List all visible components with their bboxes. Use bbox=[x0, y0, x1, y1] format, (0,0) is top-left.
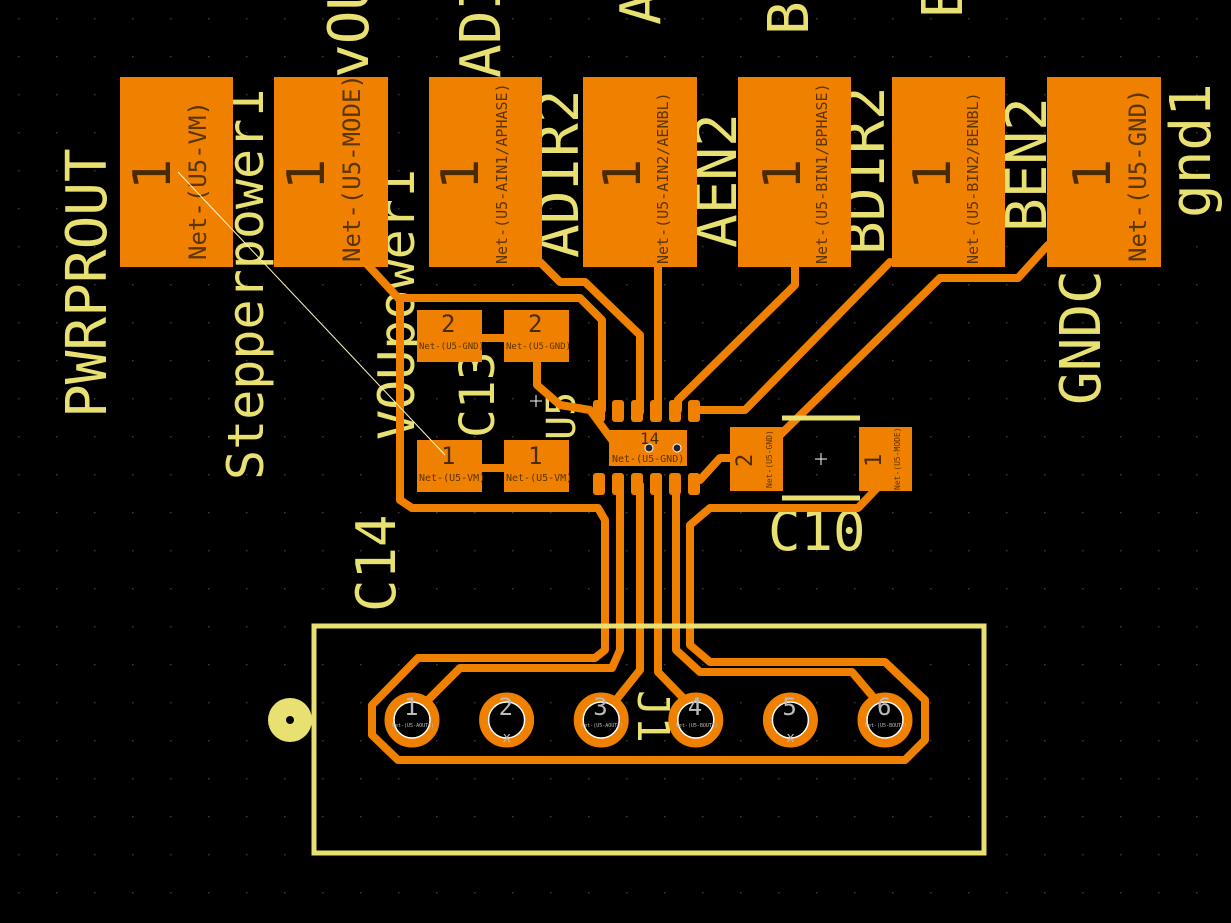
label-adir: ADIR bbox=[449, 0, 514, 78]
pin-annular-ring bbox=[573, 692, 629, 748]
label-gnd1: gnd1 bbox=[1159, 83, 1224, 218]
pin-hole bbox=[677, 701, 715, 739]
via bbox=[672, 443, 682, 453]
pad-number: 1 bbox=[441, 442, 455, 470]
label-pwrprout: PWRPROUT bbox=[55, 148, 120, 418]
connector-pin[interactable]: 2x bbox=[479, 692, 535, 748]
pad-net: Net-(U5-VM) bbox=[184, 101, 212, 260]
label-a: A bbox=[609, 0, 674, 25]
pad-number: 1 bbox=[862, 454, 887, 467]
connector-outline bbox=[311, 623, 987, 856]
connector-pin[interactable]: 5x bbox=[762, 692, 818, 748]
label-b: B bbox=[757, 1, 822, 35]
pin-net: Net-(U5-BOUT1) bbox=[676, 723, 718, 729]
ratsnest-line bbox=[177, 171, 446, 456]
ref-c14: C14 bbox=[345, 514, 408, 612]
pin-net: Net-(U5-AOUT1) bbox=[392, 723, 434, 729]
ic-pad-number: 14 bbox=[640, 429, 659, 448]
pin-number: 2 bbox=[499, 693, 513, 721]
traces bbox=[361, 241, 1052, 764]
pin-hole bbox=[487, 701, 526, 739]
pad-net: Net-(U5-VM) bbox=[506, 473, 572, 484]
pad-number: 1 bbox=[431, 159, 491, 190]
pad-net: Net-(U5-MODE) bbox=[893, 427, 902, 490]
pin-hole bbox=[393, 701, 431, 739]
pin-annular-ring bbox=[479, 692, 535, 748]
via bbox=[644, 443, 654, 453]
pin-number: 3 bbox=[593, 693, 607, 721]
ic-pad-net: Net-(U5-GND) bbox=[612, 454, 684, 465]
pin-number: 5 bbox=[782, 693, 796, 721]
ic-u5[interactable]: 14 Net-(U5-GND) bbox=[593, 400, 700, 495]
pad-number: 1 bbox=[277, 159, 337, 190]
pad-net: Net-(U5-GND) bbox=[506, 342, 571, 352]
pin-annular-ring bbox=[668, 692, 724, 748]
pin-net: x bbox=[503, 730, 511, 746]
pad-net: Net-(U5-GND) bbox=[419, 342, 484, 352]
pad-net: Net-(U5-GND) bbox=[765, 430, 774, 488]
pin1-marker-hole bbox=[286, 716, 294, 724]
pad-number: 1 bbox=[903, 159, 963, 190]
pad-number: 2 bbox=[441, 310, 455, 338]
pin-hole bbox=[771, 701, 810, 739]
pad-net: Net-(U5-BIN2/BENBL) bbox=[964, 92, 982, 264]
pad-net: Net-(U5-VM) bbox=[419, 473, 485, 484]
pad-net: Net-(U5-AIN2/AENBL) bbox=[654, 92, 672, 264]
c10-pad-1[interactable]: 1 Net-(U5-MODE) bbox=[859, 427, 912, 491]
pin-annular-ring bbox=[857, 692, 913, 748]
label-vout: vOUT bbox=[317, 0, 382, 78]
crosshair-icon bbox=[530, 395, 542, 407]
pad-number: 1 bbox=[528, 442, 542, 470]
c10-pad-2[interactable]: 2 Net-(U5-GND) bbox=[730, 427, 783, 491]
ref-u5: U5 bbox=[539, 392, 585, 440]
pad-net: Net-(U5-BIN1/BPHASE) bbox=[813, 83, 831, 264]
crosshair-icon bbox=[815, 453, 827, 465]
connector-pins: 1Net-(U5-AOUT1)2x3Net-(U5-AOUT2)4Net-(U5… bbox=[384, 692, 913, 748]
pin-net: Net-(U5-AOUT2) bbox=[581, 723, 623, 729]
pad-number: 1 bbox=[593, 159, 653, 190]
pin-net: x bbox=[786, 730, 794, 746]
pad-net: Net-(U5-GND) bbox=[1124, 89, 1152, 262]
pad-number: 1 bbox=[123, 159, 183, 190]
pin-hole bbox=[582, 701, 620, 739]
pad-number: 2 bbox=[528, 310, 542, 338]
pad-number: 1 bbox=[753, 159, 813, 190]
pad-number: 1 bbox=[1063, 159, 1123, 190]
pad-net: Net-(U5-MODE) bbox=[338, 74, 366, 262]
pin-annular-ring bbox=[762, 692, 818, 748]
pad-net: Net-(U5-AIN1/APHASE) bbox=[493, 83, 511, 264]
pin-net: Net-(U5-BOUT2) bbox=[865, 723, 907, 729]
pin-number: 4 bbox=[688, 693, 702, 721]
pin-annular-ring bbox=[384, 692, 440, 748]
pin-number: 6 bbox=[877, 693, 891, 721]
label-b2: B bbox=[911, 0, 976, 18]
pad-number: 2 bbox=[733, 454, 758, 467]
pin-hole bbox=[866, 701, 904, 739]
cap-c10: 2 Net-(U5-GND) 1 Net-(U5-MODE) bbox=[730, 415, 912, 501]
ref-c13: C13 bbox=[450, 351, 506, 438]
connector-j1 bbox=[268, 623, 987, 856]
pin-number: 1 bbox=[404, 693, 418, 721]
